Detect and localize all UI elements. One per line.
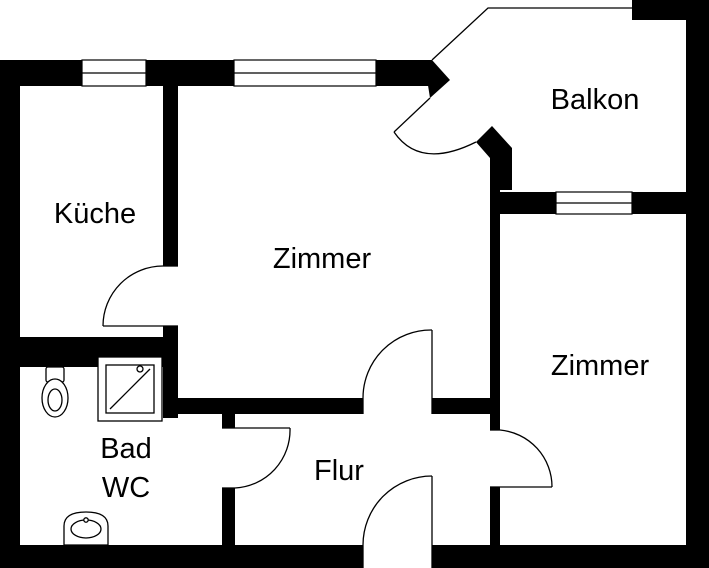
room-label-wc: WC [102,472,150,504]
wall-left [0,60,20,568]
wall-room-hall-left [163,398,363,414]
toilet-icon [41,366,69,418]
wall-bottom [0,545,709,568]
wall-room-hall-right [432,398,498,414]
wall-hall-room2-lower [490,487,500,545]
door-swing-icon [222,427,291,489]
door-swing-icon [362,329,433,414]
doors [102,97,553,568]
wall-kitchen-room [163,86,178,266]
wall-bath-hall-upper [222,414,235,428]
wall-balcony-diagonal-lower [476,126,512,190]
door-swing-icon [393,97,477,155]
wall-room-room [490,190,500,430]
door-swing-icon [362,475,433,568]
room-label-kueche: Küche [54,198,136,230]
balcony-railing-line [431,7,632,61]
windows [81,59,633,215]
room-labels: Küche Zimmer Balkon Zimmer Bad WC Flur [54,84,650,504]
room-label-balkon: Balkon [551,84,640,116]
wall-balcony-diagonal-upper [424,60,450,98]
door-swing-icon [488,429,553,488]
washbasin-icon [63,511,109,546]
room-label-bad: Bad [100,433,152,465]
wall-bath-hall-lower [222,488,235,545]
room-label-zimmer-1: Zimmer [273,243,372,275]
wall-right [686,0,709,568]
fixtures [41,356,163,546]
door-swing-icon [102,265,181,327]
room-label-zimmer-2: Zimmer [551,350,650,382]
shower-tray-icon [97,356,163,422]
wall-top-right-stub [632,0,709,20]
interior-walls [20,86,500,545]
room-label-flur: Flur [314,455,364,487]
